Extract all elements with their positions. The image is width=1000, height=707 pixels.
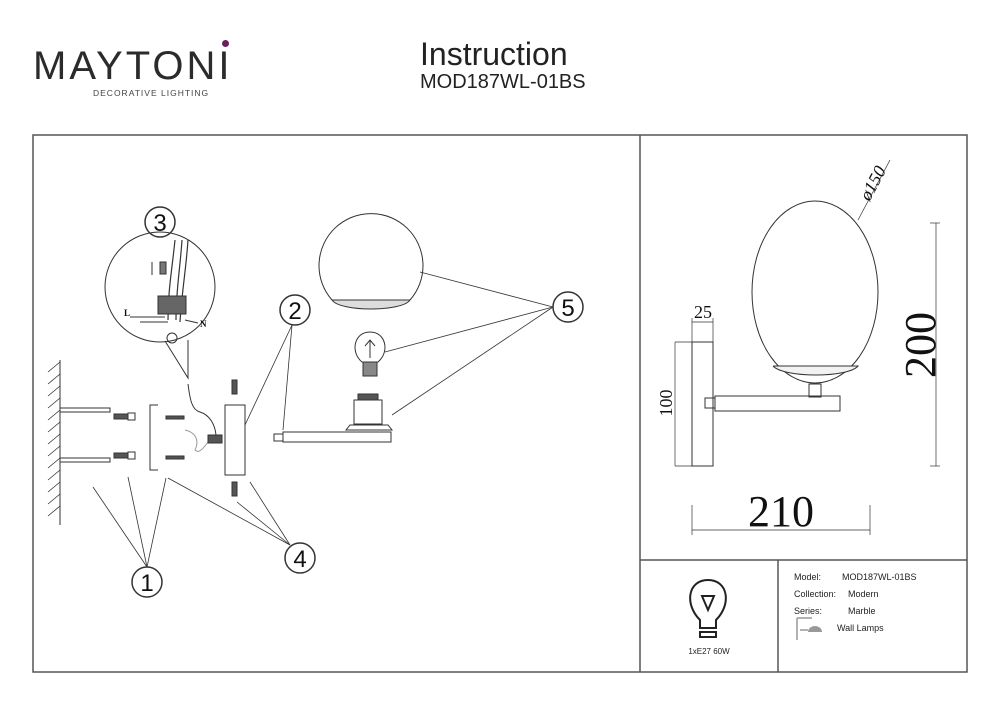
logo-dot <box>222 40 229 47</box>
collection-label: Collection: <box>794 589 836 599</box>
brand-tagline: DECORATIVE LIGHTING <box>93 88 210 98</box>
terminal-block <box>207 434 223 444</box>
brand-logo: MAYTONI <box>33 44 233 88</box>
height-dimension: 200 <box>896 312 945 378</box>
globe <box>318 213 424 310</box>
live-label: L <box>124 308 130 318</box>
bulb-spec-icon <box>689 578 727 638</box>
wall-dowels <box>113 412 136 460</box>
step-4-label: 4 <box>293 546 306 573</box>
bulb-spec: 1xE27 60W <box>688 647 730 656</box>
step-1-label: 1 <box>140 570 153 597</box>
step-2-label: 2 <box>288 298 301 325</box>
socket <box>344 393 394 431</box>
depth-dimension: 25 <box>694 302 712 322</box>
model-subtitle: MOD187WL-01BS <box>420 71 586 93</box>
series-value: Marble <box>848 606 876 616</box>
step-3-label: 3 <box>153 210 166 237</box>
dimension-drawing <box>674 159 940 535</box>
wall-plate <box>224 404 246 476</box>
collection-value: Modern <box>848 589 879 599</box>
model-value: MOD187WL-01BS <box>842 572 917 582</box>
screws <box>165 379 238 497</box>
wiring-detail <box>104 231 216 380</box>
diameter-dimension: ø150 <box>855 163 890 205</box>
outer-frame <box>32 134 968 673</box>
lamp-type: Wall Lamps <box>837 623 884 633</box>
cable <box>184 429 211 452</box>
step-5-label: 5 <box>561 295 574 322</box>
wall-lamp-icon <box>796 617 822 640</box>
width-dimension: 210 <box>748 487 814 536</box>
callout-arrows <box>92 271 554 568</box>
lamp-arm <box>282 431 392 443</box>
page-title: Instruction <box>420 36 568 72</box>
bulb <box>354 331 386 377</box>
wall-hatch <box>47 360 111 525</box>
plate-height-dimension: 100 <box>656 390 676 417</box>
bracket <box>149 404 158 471</box>
neutral-label: N <box>200 319 207 329</box>
arm-connector <box>273 433 284 442</box>
wire <box>187 383 217 436</box>
model-label: Model: <box>794 572 821 582</box>
step-markers <box>131 206 584 598</box>
series-label: Series: <box>794 606 822 616</box>
